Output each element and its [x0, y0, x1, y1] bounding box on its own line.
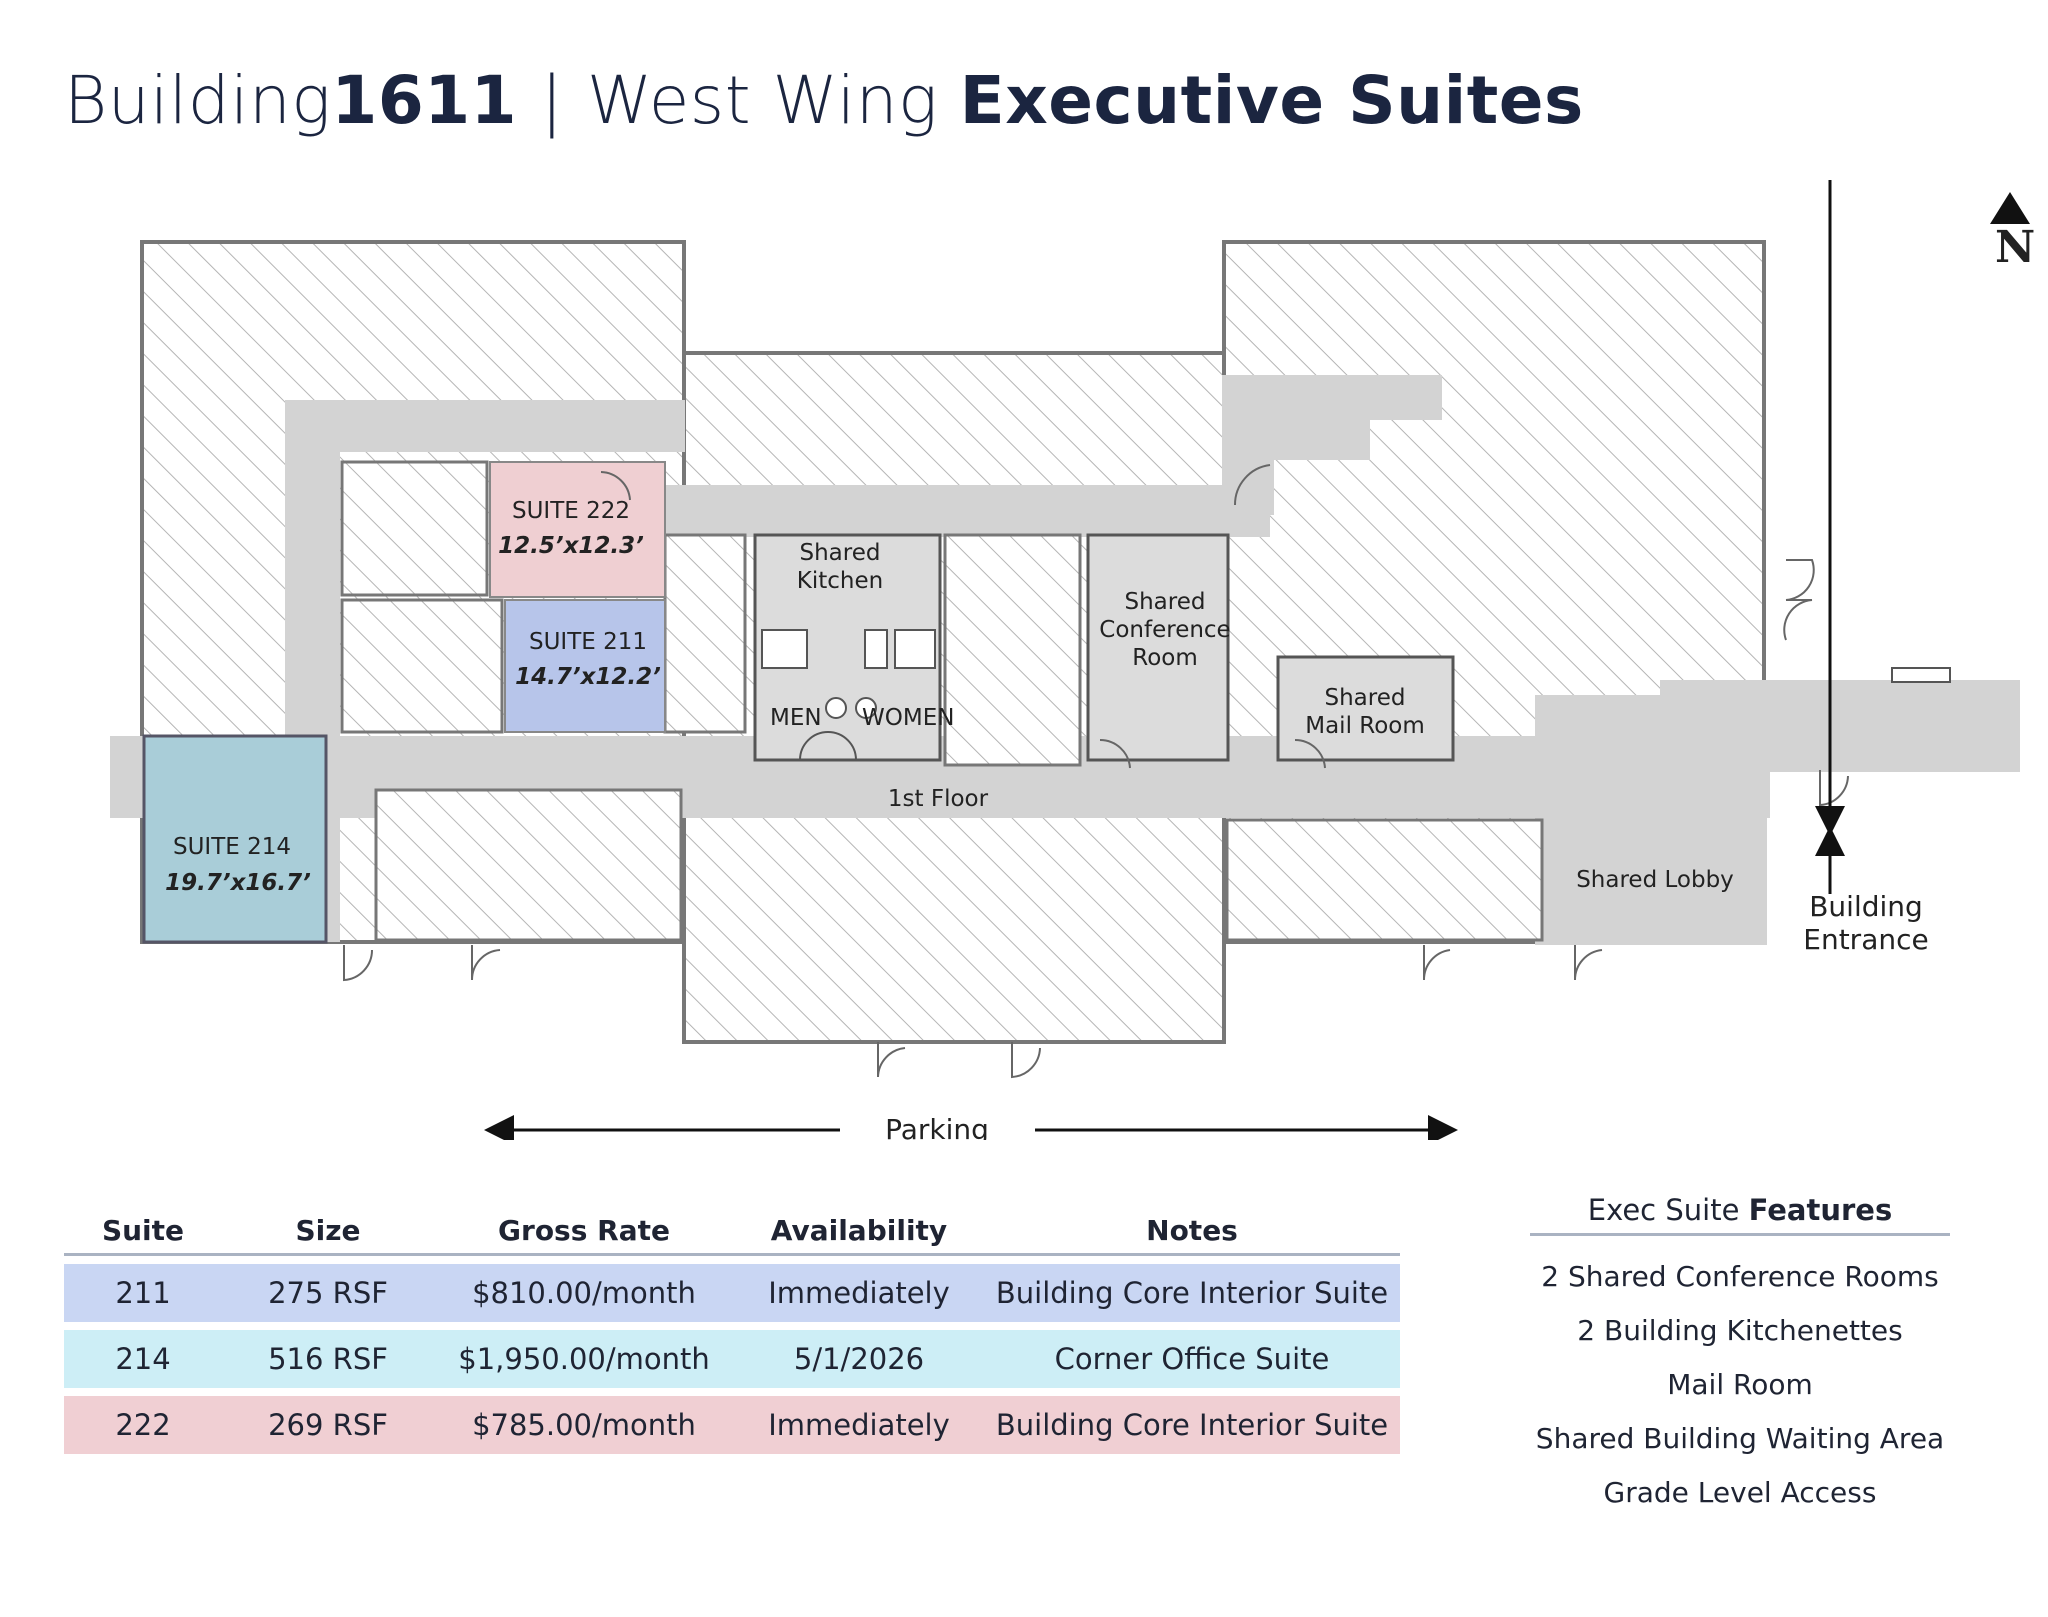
cell-availability: 5/1/2026 — [734, 1330, 984, 1388]
features-heading: Exec Suite Features — [1530, 1193, 1950, 1236]
title-wing: West Wing — [586, 62, 939, 139]
suite-222-label: SUITE 222 — [512, 498, 630, 524]
suite-222-size: 12.5’x12.3’ — [498, 533, 644, 559]
mail-label-line2: Mail Room — [1305, 713, 1425, 739]
doors — [343, 464, 1849, 1079]
suite-211-label: SUITE 211 — [529, 629, 647, 655]
restroom-women-label: WOMEN — [862, 705, 954, 731]
service-rooms — [753, 533, 1455, 762]
suite-211-area[interactable] — [504, 599, 666, 733]
feature-item: Mail Room — [1667, 1368, 1813, 1401]
entrance-label-line2: Entrance — [1803, 923, 1928, 956]
cell-notes: Building Core Interior Suite — [984, 1396, 1400, 1454]
cell-suite: 222 — [64, 1396, 222, 1454]
suite-214-area[interactable] — [142, 734, 328, 944]
cell-size: 516 RSF — [222, 1330, 434, 1388]
cell-availability: Immediately — [734, 1396, 984, 1454]
cell-notes: Corner Office Suite — [984, 1330, 1400, 1388]
table-row: 214 516 RSF $1,950.00/month 5/1/2026 Cor… — [64, 1330, 1400, 1388]
cell-rate: $785.00/month — [434, 1396, 734, 1454]
table-header-row: Suite Size Gross Rate Availability Notes — [64, 1210, 1400, 1256]
interior-rooms — [340, 460, 1544, 942]
column-header: Suite — [64, 1210, 222, 1256]
column-header: Gross Rate — [434, 1210, 734, 1256]
mail-label-line1: Shared — [1325, 685, 1406, 711]
restroom-fixtures — [761, 629, 936, 761]
conference-label-line1: Shared — [1125, 589, 1206, 615]
feature-item: Shared Building Waiting Area — [1535, 1422, 1945, 1455]
parking-label: Parking — [885, 1113, 989, 1140]
floor-plan: N SUITE 222 12.5’x12.3’ SUITE 211 14.7’x… — [110, 180, 2035, 1140]
floor-label: 1st Floor — [888, 786, 989, 812]
kitchen-label-line2: Kitchen — [797, 568, 883, 594]
conference-label-line3: Room — [1132, 645, 1198, 671]
cell-size: 269 RSF — [222, 1396, 434, 1454]
lobby-label: Shared Lobby — [1576, 867, 1734, 893]
cell-suite: 211 — [64, 1264, 222, 1322]
features-heading-bold: Features — [1748, 1193, 1893, 1227]
feature-item: 2 Building Kitchenettes — [1577, 1314, 1903, 1347]
features-panel: Exec Suite Features 2 Shared Conference … — [1500, 1193, 1980, 1520]
title-separator: | — [540, 62, 564, 139]
suite-214-label: SUITE 214 — [173, 834, 291, 860]
north-arrow-icon — [1990, 192, 2030, 224]
cell-size: 275 RSF — [222, 1264, 434, 1322]
suite-availability-table: Suite Size Gross Rate Availability Notes… — [64, 1202, 1400, 1462]
entrance-door-frame — [1891, 667, 1951, 683]
cell-rate: $1,950.00/month — [434, 1330, 734, 1388]
title-building-number: 1611 — [331, 62, 518, 139]
feature-item: 2 Shared Conference Rooms — [1541, 1260, 1939, 1293]
column-header: Size — [222, 1210, 434, 1256]
table-row: 222 269 RSF $785.00/month Immediately Bu… — [64, 1396, 1400, 1454]
feature-item: Grade Level Access — [1603, 1476, 1877, 1509]
title-emphasis: Executive Suites — [959, 62, 1584, 139]
cell-suite: 214 — [64, 1330, 222, 1388]
features-heading-prefix: Exec Suite — [1587, 1193, 1740, 1227]
page-title: Building1611 | West Wing Executive Suite… — [64, 62, 1584, 139]
cell-availability: Immediately — [734, 1264, 984, 1322]
suite-211-size: 14.7’x12.2’ — [515, 664, 661, 690]
entrance-label-line1: Building — [1809, 890, 1923, 923]
cell-rate: $810.00/month — [434, 1264, 734, 1322]
suite-222-area[interactable] — [489, 461, 666, 598]
cell-notes: Building Core Interior Suite — [984, 1264, 1400, 1322]
compass-letter: N — [1995, 222, 2035, 273]
column-header: Availability — [734, 1210, 984, 1256]
conference-label-line2: Conference — [1099, 617, 1230, 643]
restroom-men-label: MEN — [770, 705, 822, 731]
table-row: 211 275 RSF $810.00/month Immediately Bu… — [64, 1264, 1400, 1322]
column-header: Notes — [984, 1210, 1400, 1256]
title-prefix: Building — [64, 62, 332, 139]
suite-214-size: 19.7’x16.7’ — [165, 870, 311, 896]
kitchen-label-line1: Shared — [800, 540, 881, 566]
